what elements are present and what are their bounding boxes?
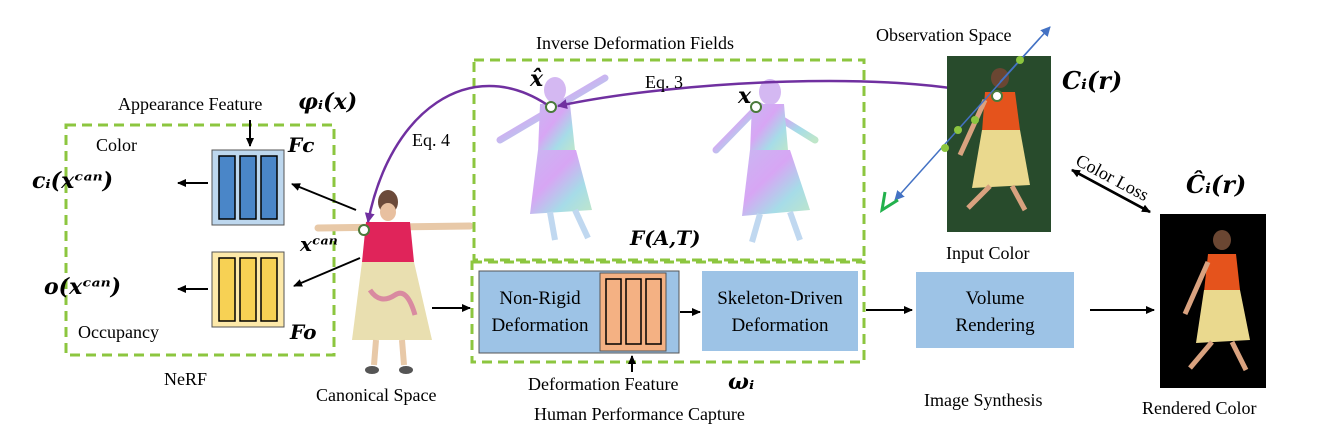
occupancy-output-symbol: o(xᶜᵃⁿ) xyxy=(44,274,122,300)
deformation-fields-box xyxy=(472,58,866,262)
appearance-feature-label: Appearance Feature xyxy=(118,94,263,114)
skeleton-deformation-label: Deformation xyxy=(731,315,829,336)
deformation-fields-title: Inverse Deformation Fields xyxy=(536,33,734,53)
c-hat-symbol: Ĉᵢ(r) xyxy=(1186,170,1247,199)
pen-check-mark xyxy=(879,191,899,214)
color-output-symbol: cᵢ(xᶜᵃⁿ) xyxy=(32,168,114,194)
rendered-color-photo xyxy=(1160,214,1266,388)
skeleton-driven-label: Skeleton-Driven xyxy=(717,288,843,309)
fo-symbol: Fo xyxy=(290,320,317,344)
fc-symbol: Fc xyxy=(288,133,315,157)
omega-symbol: ωᵢ xyxy=(728,369,755,395)
volume-rendering-box xyxy=(916,272,1074,348)
appearance-symbol: φᵢ(𝒙) xyxy=(298,89,358,115)
non-rigid-deformation-label: Deformation xyxy=(491,315,589,336)
deformed-figure-right xyxy=(712,79,819,243)
input-color-photo xyxy=(947,56,1051,232)
hpc-title: Human Performance Capture xyxy=(534,404,745,424)
ray-sample-points xyxy=(941,56,1024,152)
f-at-symbol: F(A,T) xyxy=(630,226,701,250)
eq4-arrow xyxy=(364,84,547,223)
occupancy-label: Occupancy xyxy=(78,322,159,342)
camera-ray-tail xyxy=(999,26,1051,83)
canonical-space-title: Canonical Space xyxy=(316,385,437,405)
eq4-label: Eq. 4 xyxy=(412,130,450,150)
image-synthesis-title: Image Synthesis xyxy=(924,390,1043,410)
eq3-label: Eq. 3 xyxy=(645,72,683,92)
occupancy-mlp-block xyxy=(211,251,285,328)
canonical-human-figure xyxy=(314,190,474,374)
rendering-label: Rendering xyxy=(955,315,1035,336)
x-symbol: x xyxy=(738,83,752,109)
non-rigid-label: Non-Rigid xyxy=(499,288,581,309)
color-mlp-block xyxy=(211,149,285,226)
nerf-title: NeRF xyxy=(164,369,208,389)
deformation-mlp-block xyxy=(599,272,667,352)
nerf-box xyxy=(64,123,336,357)
rendered-color-label: Rendered Color xyxy=(1142,398,1257,418)
volume-label: Volume xyxy=(965,288,1025,309)
color-loss-arrow-back xyxy=(1071,168,1151,214)
observation-space-title: Observation Space xyxy=(876,25,1012,45)
deformation-feature-label: Deformation Feature xyxy=(528,374,679,394)
xcan-symbol: xᶜᵃⁿ xyxy=(300,232,338,256)
input-color-label: Input Color xyxy=(946,243,1030,263)
deformed-figure-left xyxy=(496,74,609,241)
x-hat-symbol: x̂ xyxy=(530,66,544,92)
hpc-box xyxy=(470,260,866,364)
xcan-to-color-arrow xyxy=(291,183,357,211)
c-symbol: Cᵢ(r) xyxy=(1062,66,1123,95)
skeleton-driven-box xyxy=(702,271,858,351)
color-label: Color xyxy=(96,135,138,155)
xcan-to-occupancy-arrow xyxy=(293,257,361,287)
